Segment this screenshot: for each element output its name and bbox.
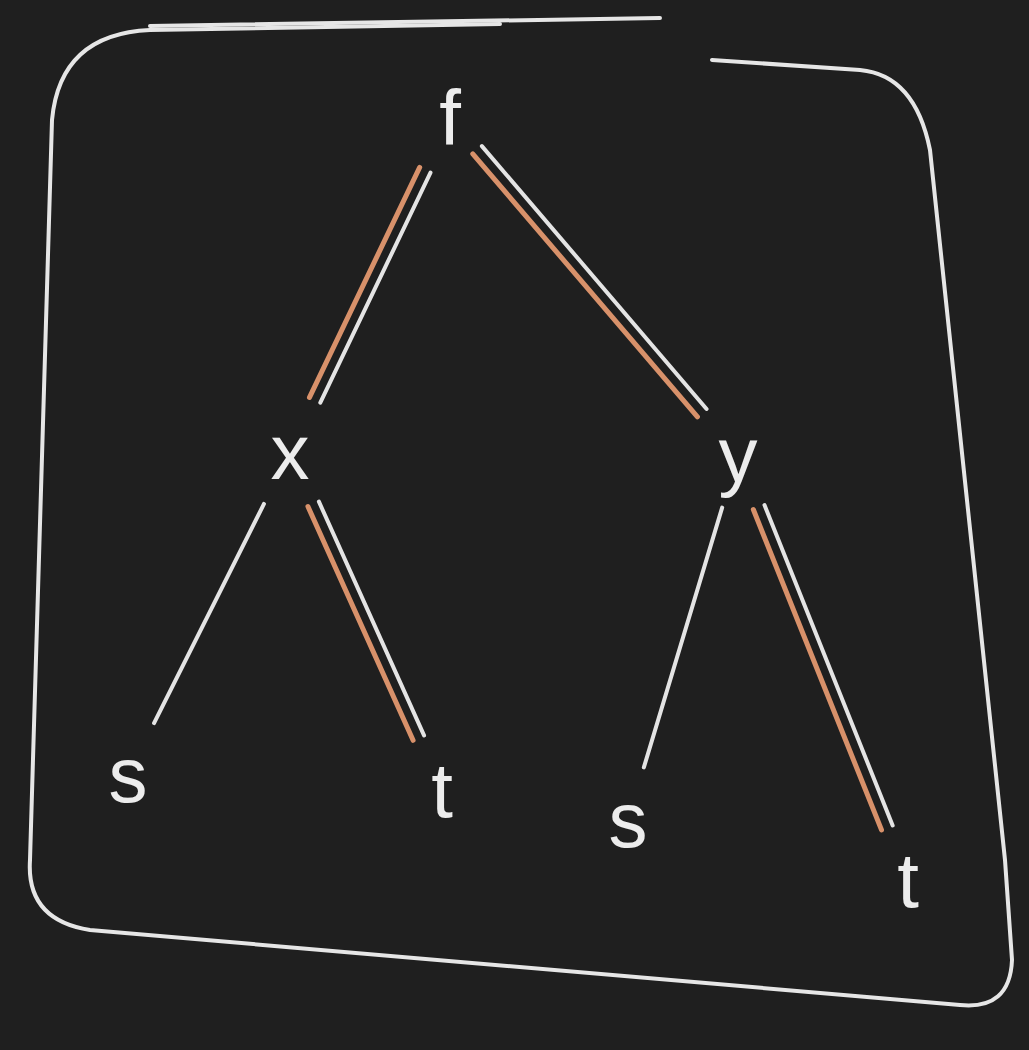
chalk-line xyxy=(319,502,424,736)
enclosing-frame xyxy=(30,24,1012,1005)
node-label: s xyxy=(609,781,648,859)
tree-node: y xyxy=(709,412,768,498)
chalk-line xyxy=(764,505,892,825)
highlight-line xyxy=(473,154,698,417)
tree-edge xyxy=(154,504,264,723)
tree-node: f xyxy=(429,75,471,161)
chalk-line xyxy=(644,508,722,768)
tree-node: t xyxy=(887,837,929,923)
tree-node: s xyxy=(599,777,658,863)
highlight-line xyxy=(308,507,413,741)
node-label: x xyxy=(271,413,310,491)
tree-edge xyxy=(644,508,722,768)
node-label: y xyxy=(719,416,758,494)
tree-edge xyxy=(308,502,424,741)
highlight-line xyxy=(753,510,881,830)
node-label: s xyxy=(109,736,148,814)
node-label: t xyxy=(897,841,919,919)
tree-node: x xyxy=(261,409,320,495)
tree-edge xyxy=(753,505,892,830)
chalk-line xyxy=(320,173,430,403)
chalk-line xyxy=(154,504,264,723)
tree-edge xyxy=(310,167,431,402)
tree-edge xyxy=(473,146,707,417)
highlight-line xyxy=(310,167,420,397)
tree-node: t xyxy=(421,747,463,833)
node-label: t xyxy=(431,751,453,829)
chalk-line xyxy=(482,146,707,409)
node-label: f xyxy=(439,79,461,157)
tree-node: s xyxy=(99,732,158,818)
